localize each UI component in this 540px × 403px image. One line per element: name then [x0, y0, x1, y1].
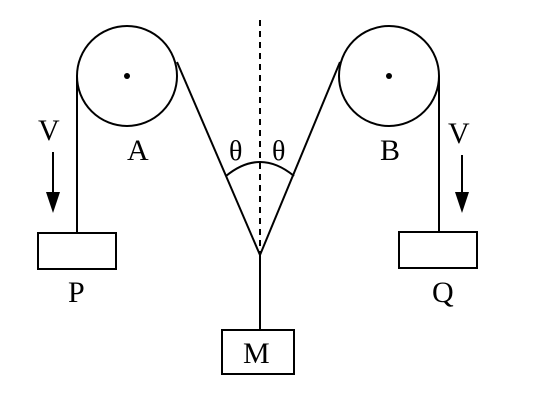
- label-block-q: Q: [432, 276, 454, 309]
- label-block-m: M: [243, 337, 270, 370]
- string-right-diagonal: [259, 61, 341, 256]
- label-v-left: V: [38, 114, 60, 147]
- velocity-arrow-left-head: [46, 192, 60, 213]
- string-left-diagonal: [176, 61, 261, 256]
- block-p: [37, 232, 117, 270]
- pulley-a-axle: [124, 73, 130, 79]
- label-pulley-b: B: [380, 134, 400, 167]
- pulley-b-axle: [386, 73, 392, 79]
- block-m: [221, 329, 295, 375]
- label-theta-left: θ: [229, 136, 242, 167]
- velocity-arrow-right-head: [455, 192, 469, 213]
- block-q: [398, 231, 478, 269]
- label-block-p: P: [68, 276, 85, 309]
- label-theta-right: θ: [272, 136, 285, 167]
- label-pulley-a: A: [127, 134, 149, 167]
- label-v-right: V: [448, 117, 470, 150]
- angle-arc: [225, 161, 295, 177]
